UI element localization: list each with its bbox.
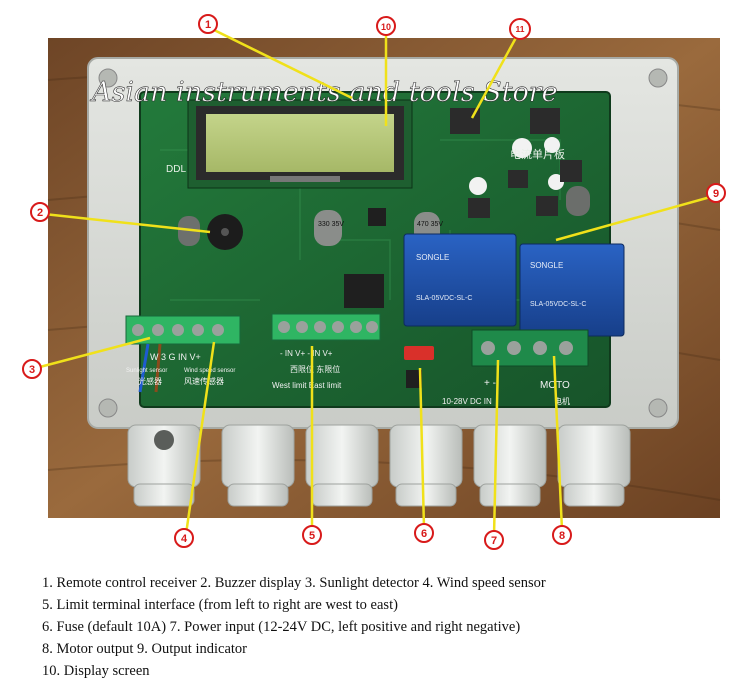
controller-board-illustration: DDL 电流单片板 330 35V 470 35V SONGLE SLA-05V… bbox=[22, 14, 726, 550]
terminal-block-power-motor bbox=[471, 329, 589, 367]
svg-text:1: 1 bbox=[205, 19, 211, 31]
terminal-left-cn-2: 风速传感器 bbox=[184, 376, 224, 386]
svg-text:8: 8 bbox=[559, 530, 565, 542]
svg-text:10: 10 bbox=[381, 22, 391, 32]
product-photo: DDL 电流单片板 330 35V 470 35V SONGLE SLA-05V… bbox=[22, 14, 726, 550]
relay-right-model: SLA-05VDC-SL-C bbox=[530, 301, 586, 308]
leader-lines bbox=[35, 26, 715, 537]
ic-chip bbox=[344, 274, 384, 308]
capacitor-label-470: 470 35V bbox=[417, 221, 443, 228]
callout-1: 1 bbox=[198, 14, 218, 34]
terminal-block-sensors bbox=[125, 315, 241, 393]
power-polarity-label: + - bbox=[484, 378, 496, 389]
callout-6: 6 bbox=[414, 523, 434, 543]
relay-right: SONGLE SLA-05VDC-SL-C bbox=[519, 243, 625, 337]
terminal-left-labels: W 3 G IN V+ bbox=[150, 352, 201, 362]
relay-left-model: SLA-05VDC-SL-C bbox=[416, 295, 472, 302]
fuse bbox=[404, 346, 434, 360]
capacitor-left-small bbox=[178, 216, 200, 246]
svg-text:9: 9 bbox=[713, 188, 719, 200]
board-chinese-title: 电流单片板 bbox=[510, 147, 565, 161]
caption-legend: 1. Remote control receiver 2. Buzzer dis… bbox=[42, 572, 732, 682]
svg-text:5: 5 bbox=[309, 530, 315, 542]
terminal-mid-en: West limit East limit bbox=[272, 381, 342, 390]
motor-cn-label: 电机 bbox=[554, 396, 570, 406]
transistor bbox=[368, 208, 386, 226]
svg-text:7: 7 bbox=[491, 535, 497, 547]
lcd-display-screen bbox=[187, 99, 413, 189]
caption-line-4: 8. Motor output 9. Output indicator bbox=[42, 641, 247, 657]
svg-text:6: 6 bbox=[421, 528, 427, 540]
callout-markers: 1 10 11 2 9 3 4 5 6 7 8 bbox=[22, 14, 726, 550]
relay-left-brand: SONGLE bbox=[416, 253, 449, 262]
caption-line-2: 5. Limit terminal interface (from left t… bbox=[42, 597, 398, 613]
callout-7: 7 bbox=[484, 530, 504, 550]
svg-text:2: 2 bbox=[37, 207, 43, 219]
callout-8: 8 bbox=[552, 525, 572, 545]
relay-left: SONGLE SLA-05VDC-SL-C bbox=[403, 233, 517, 327]
caption-line-3: 6. Fuse (default 10A) 7. Power input (12… bbox=[42, 619, 521, 635]
terminal-mid-cn: 西限位 东限位 bbox=[290, 364, 340, 374]
terminal-block-limits bbox=[271, 313, 381, 341]
transistor-bottom bbox=[406, 370, 422, 388]
board-id-text: DDL bbox=[166, 164, 186, 175]
callout-3: 3 bbox=[22, 359, 42, 379]
relay-right-brand: SONGLE bbox=[530, 261, 563, 270]
callout-10: 10 bbox=[376, 16, 396, 36]
terminal-mid-labels: - IN V+ - IN V+ bbox=[280, 349, 333, 358]
svg-text:11: 11 bbox=[516, 24, 525, 34]
callout-4: 4 bbox=[174, 528, 194, 548]
capacitor-330uf bbox=[314, 210, 342, 246]
caption-line-5: 10. Display screen bbox=[42, 663, 150, 679]
terminal-left-sublabel-1: Sunlight sensor bbox=[126, 368, 167, 374]
power-input-label: 10-28V DC IN bbox=[442, 397, 492, 406]
capacitor-label-330: 330 35V bbox=[318, 221, 344, 228]
callout-5: 5 bbox=[302, 525, 322, 545]
svg-text:3: 3 bbox=[29, 364, 35, 376]
terminal-left-cn-1: 光感器 bbox=[138, 376, 162, 386]
callout-11: 11 bbox=[509, 18, 531, 40]
buzzer bbox=[207, 214, 243, 250]
caption-line-1: 1. Remote control receiver 2. Buzzer dis… bbox=[42, 575, 546, 591]
svg-text:4: 4 bbox=[181, 533, 188, 545]
remote-control-receiver bbox=[450, 108, 590, 218]
callout-2: 2 bbox=[30, 202, 50, 222]
callout-9: 9 bbox=[706, 183, 726, 203]
